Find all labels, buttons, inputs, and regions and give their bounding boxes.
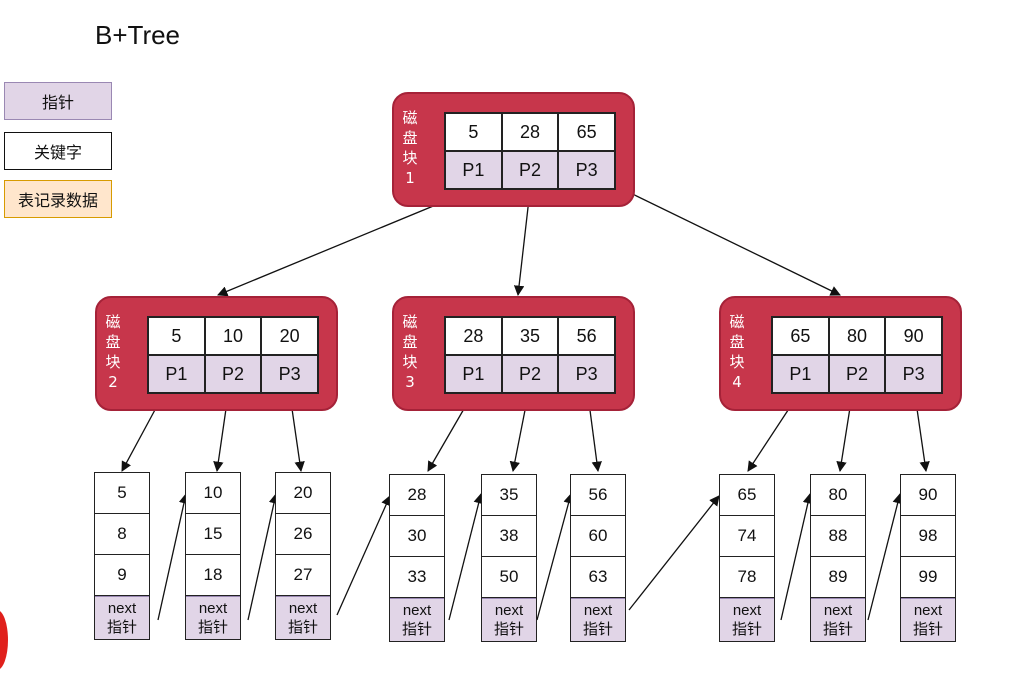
arrow-root-p2 [513, 189, 531, 297]
leaf-key: 60 [571, 516, 625, 557]
leaf-key: 35 [482, 475, 536, 516]
leaf-key: 38 [482, 516, 536, 557]
diagram-title: B+Tree [95, 20, 181, 50]
leaf-key: 28 [390, 475, 444, 516]
leaf-key: 56 [571, 475, 625, 516]
arrow-next-3 [336, 495, 391, 616]
arrow-next-5 [536, 492, 574, 621]
legend-record: 表记录数据 [4, 180, 112, 218]
leaf-key: 89 [811, 557, 865, 598]
pointer-cell: P2 [501, 355, 559, 393]
leaf-key: 20 [276, 473, 330, 514]
leaf-key: 78 [720, 557, 774, 598]
arrow-next-4 [448, 492, 484, 621]
leaf-key: 10 [186, 473, 240, 514]
key-cell: 28 [445, 317, 502, 355]
red-edge-shape [0, 610, 8, 670]
legend-pointer: 指针 [4, 82, 112, 120]
key-cell: 80 [828, 317, 886, 355]
pointer-cell: P2 [828, 355, 886, 393]
key-cell: 90 [885, 317, 942, 355]
block-cells: 5 28 65 P1 P2 P3 [444, 112, 616, 190]
key-cell: 65 [558, 113, 615, 151]
pointer-cell: P3 [558, 355, 615, 393]
leaf-key: 90 [901, 475, 955, 516]
block-cells: 5 10 20 P1 P2 P3 [147, 316, 319, 394]
key-cell: 28 [501, 113, 559, 151]
arrow-root-p1 [217, 189, 473, 297]
pointer-cell: P3 [558, 151, 615, 189]
arrow-root-p3 [613, 184, 841, 296]
pointer-cell: P1 [445, 151, 502, 189]
leaf-key: 5 [95, 473, 149, 514]
key-cell: 35 [501, 317, 559, 355]
pointer-cell: P1 [445, 355, 502, 393]
leaf-key: 63 [571, 557, 625, 598]
leaf-key: 98 [901, 516, 955, 557]
arrow-next-7 [780, 492, 813, 621]
leaf-key: 8 [95, 514, 149, 555]
leaf-key: 65 [720, 475, 774, 516]
leaf-key: 15 [186, 514, 240, 555]
key-cell: 5 [445, 113, 502, 151]
leaf-key: 27 [276, 555, 330, 596]
arrow-next-6 [628, 495, 720, 611]
leaf-key: 26 [276, 514, 330, 555]
leaf-key: 30 [390, 516, 444, 557]
leaf-key: 33 [390, 557, 444, 598]
leaf-key: 9 [95, 555, 149, 596]
leaf-key: 80 [811, 475, 865, 516]
arrow-next-1 [157, 492, 190, 621]
leaf-key: 50 [482, 557, 536, 598]
pointer-cell: P1 [772, 355, 829, 393]
key-cell: 10 [204, 317, 262, 355]
leaf-key: 99 [901, 557, 955, 598]
arrow-next-2 [247, 492, 280, 621]
key-cell: 65 [772, 317, 829, 355]
pointer-cell: P3 [261, 355, 318, 393]
pointer-cell: P2 [204, 355, 262, 393]
leaf-key: 18 [186, 555, 240, 596]
key-cell: 20 [261, 317, 318, 355]
arrow-next-8 [867, 492, 903, 621]
key-cell: 5 [148, 317, 205, 355]
leaf-key: 88 [811, 516, 865, 557]
pointer-cell: P2 [501, 151, 559, 189]
leaf-key: 74 [720, 516, 774, 557]
key-cell: 56 [558, 317, 615, 355]
pointer-cell: P3 [885, 355, 942, 393]
legend-key: 关键字 [4, 132, 112, 170]
pointer-cell: P1 [148, 355, 205, 393]
block-cells: 65 80 90 P1 P2 P3 [771, 316, 943, 394]
block-cells: 28 35 56 P1 P2 P3 [444, 316, 616, 394]
